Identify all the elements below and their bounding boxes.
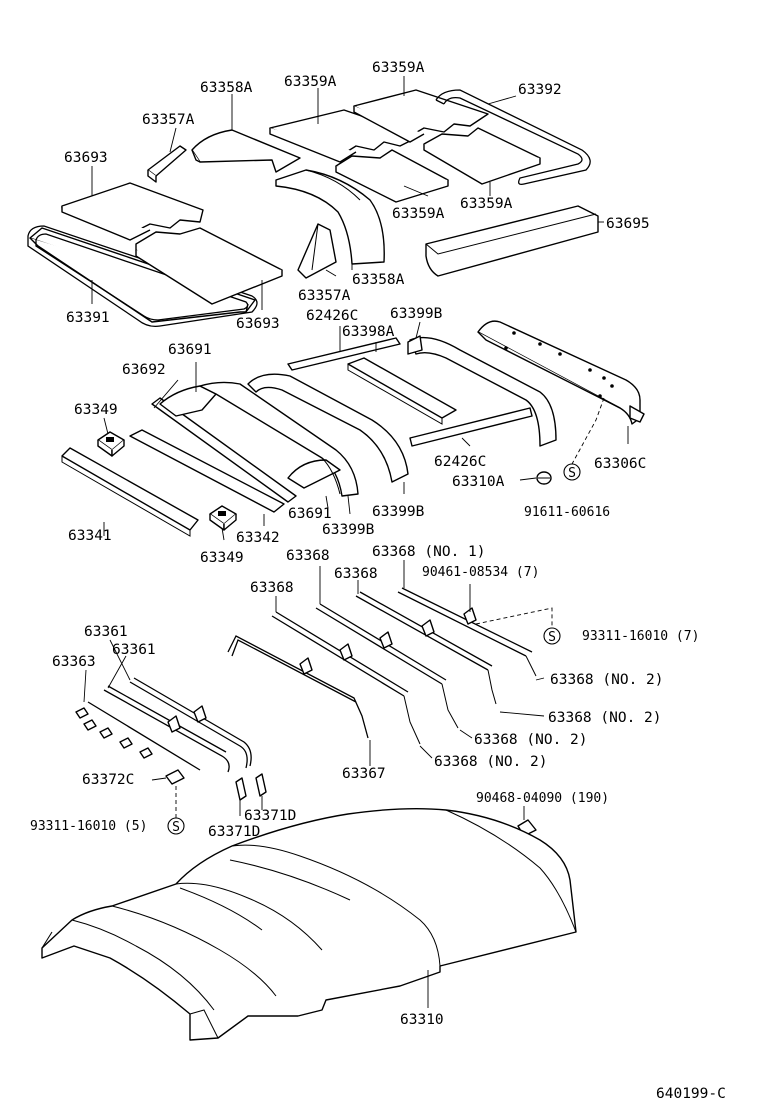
- part-63368-no1: [397, 587, 537, 677]
- part-63695-bar: [425, 205, 599, 277]
- label-63399B-bot: 63399B: [322, 522, 375, 538]
- part-63691-panel: [159, 381, 359, 497]
- label-90468-04090: 90468-04090 (190): [476, 791, 609, 806]
- label-63359A-top: 63359A: [372, 60, 425, 76]
- part-63358A-bottom: [275, 169, 385, 265]
- label-63691-top: 63691: [168, 342, 212, 358]
- part-63310A-grommet: [536, 471, 552, 485]
- label-91611-60616: 91611-60616: [524, 505, 610, 520]
- label-63368-no1: 63368 (NO. 1): [372, 544, 486, 560]
- label-63359A-mid: 63359A: [284, 74, 337, 90]
- label-63399B-mid: 63399B: [372, 504, 425, 520]
- label-63361-a: 63361: [84, 624, 128, 640]
- label-63359A-b1: 63359A: [392, 206, 445, 222]
- label-93311-16010-5: 93311-16010 (5): [30, 819, 147, 834]
- label-63372C: 63372C: [82, 772, 134, 788]
- label-63693-bot: 63693: [236, 316, 280, 332]
- part-63371D-brackets: [235, 773, 267, 801]
- label-63695: 63695: [606, 216, 650, 232]
- s-symbol-91611: S: [563, 463, 581, 481]
- label-63349-top: 63349: [74, 402, 118, 418]
- part-63399B-upper: [407, 335, 557, 447]
- s-symbol-text: S: [568, 466, 576, 481]
- label-90461-08534: 90461-08534 (7): [422, 565, 539, 580]
- part-63368-rail-b: [355, 591, 497, 705]
- part-63392-rail: [435, 89, 591, 186]
- part-62426C-top: [287, 337, 401, 371]
- label-63310A: 63310A: [452, 474, 505, 490]
- part-63358A-top: [191, 129, 301, 173]
- label-63341: 63341: [68, 528, 112, 544]
- label-63391: 63391: [66, 310, 110, 326]
- part-63363-clips: [75, 707, 153, 759]
- label-63363: 63363: [52, 654, 96, 670]
- part-63341-strip: [61, 447, 199, 537]
- label-62426C-top: 62426C: [306, 308, 358, 324]
- part-63306C-panel: [477, 320, 645, 425]
- part-62426C-bottom: [409, 407, 533, 447]
- part-63349-clip-top: [97, 431, 125, 457]
- label-63392: 63392: [518, 82, 562, 98]
- part-63372C-clip: [165, 769, 185, 785]
- label-63691-bot: 63691: [288, 506, 332, 522]
- label-63368-no2-d: 63368 (NO. 2): [434, 754, 548, 770]
- part-63310-hardtop: [41, 807, 577, 1041]
- label-63306C: 63306C: [594, 456, 646, 472]
- diagram-reference-code: 640199-C: [656, 1086, 726, 1102]
- part-63367-rail: [227, 635, 369, 739]
- label-63342: 63342: [236, 530, 280, 546]
- label-63399B-top: 63399B: [390, 306, 443, 322]
- leader-lines: [83, 76, 629, 1008]
- part-63692-strip: [151, 397, 297, 503]
- label-63310: 63310: [400, 1012, 444, 1028]
- part-63368-rail-c: [315, 603, 459, 729]
- label-63368-c: 63368: [250, 580, 294, 596]
- label-63368-a: 63368: [286, 548, 330, 564]
- part-63357A-top: [147, 145, 187, 183]
- part-63349-clip-bottom: [209, 505, 237, 531]
- label-63368-no2-b: 63368 (NO. 2): [548, 710, 662, 726]
- label-63368-no2-c: 63368 (NO. 2): [474, 732, 588, 748]
- label-63693-top: 63693: [64, 150, 108, 166]
- label-63357A-bot: 63357A: [298, 288, 351, 304]
- s-symbol-text: S: [172, 820, 180, 835]
- label-63358A-bot: 63358A: [352, 272, 405, 288]
- part-63361-rails: [87, 677, 252, 773]
- label-63361-b: 63361: [112, 642, 156, 658]
- callout-labels: 63359A 63358A 63359A 63392 63357A 63693 …: [30, 60, 726, 1102]
- label-63371D-a: 63371D: [244, 808, 296, 824]
- label-93311-16010-7: 93311-16010 (7): [582, 629, 699, 644]
- label-63358A-top: 63358A: [200, 80, 253, 96]
- label-62426C-bot: 62426C: [434, 454, 486, 470]
- part-63693-panels: [61, 182, 283, 305]
- s-symbol-93311-7: S: [543, 627, 561, 645]
- label-63368-no2-a: 63368 (NO. 2): [550, 672, 664, 688]
- label-63692: 63692: [122, 362, 166, 378]
- label-63357A-top: 63357A: [142, 112, 195, 128]
- label-63368-b: 63368: [334, 566, 378, 582]
- label-63367: 63367: [342, 766, 386, 782]
- part-63359A-right: [353, 89, 541, 185]
- part-63398A: [347, 357, 457, 425]
- part-63399B-mid: [247, 373, 409, 483]
- label-63398A: 63398A: [342, 324, 395, 340]
- part-63342-strip: [129, 429, 285, 513]
- s-symbol-text: S: [548, 630, 556, 645]
- part-63368-rail-d: [271, 611, 421, 745]
- label-63371D-b: 63371D: [208, 824, 260, 840]
- label-63349-bot: 63349: [200, 550, 244, 566]
- s-symbol-93311-5: S: [167, 817, 185, 835]
- label-63359A-b2: 63359A: [460, 196, 513, 212]
- part-63357A-bottom: [297, 223, 337, 279]
